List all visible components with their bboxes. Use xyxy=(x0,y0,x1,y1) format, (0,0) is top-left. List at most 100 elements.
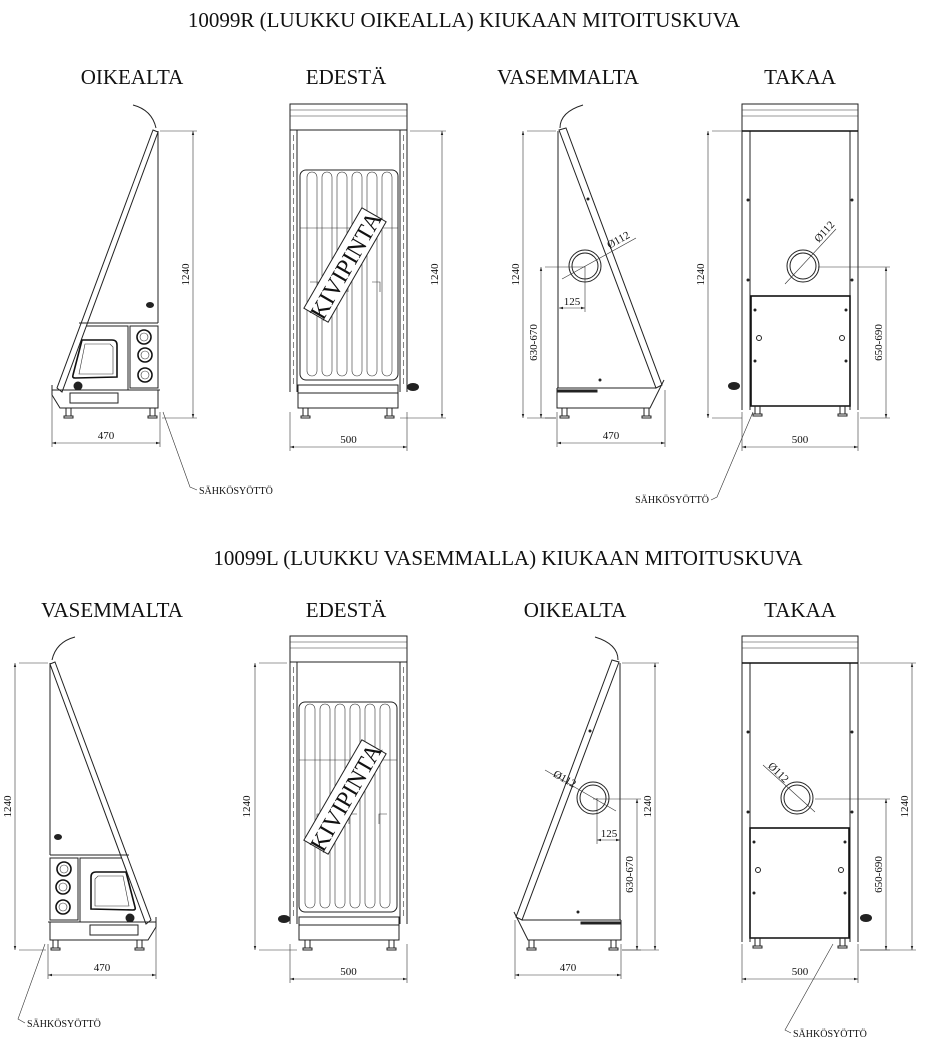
leg xyxy=(839,405,846,415)
screw xyxy=(843,891,847,895)
leg xyxy=(528,939,535,949)
door-window-inner xyxy=(94,875,130,907)
leg xyxy=(610,939,617,949)
control-knob xyxy=(137,367,153,383)
screw xyxy=(844,308,848,312)
dimension-label: Ø112 xyxy=(605,229,632,251)
control-knob xyxy=(56,861,72,877)
power-button xyxy=(73,381,83,391)
leg-foot xyxy=(608,947,619,951)
control-panel xyxy=(49,857,79,921)
power-leader xyxy=(784,943,834,1034)
heating-element xyxy=(306,171,318,377)
control-knob xyxy=(137,347,153,363)
leg xyxy=(561,407,568,417)
view-heading: OIKEALTA xyxy=(81,65,184,89)
screw xyxy=(752,891,756,895)
screw xyxy=(746,198,750,202)
flue-collar-outer xyxy=(576,781,610,815)
heating-element xyxy=(381,171,393,377)
leg xyxy=(754,937,761,947)
door-window-inner xyxy=(78,343,114,375)
dimension-label: 1240 xyxy=(429,263,441,286)
heating-element xyxy=(364,703,376,909)
screw xyxy=(586,197,590,201)
view-side-right xyxy=(51,104,160,419)
leg-foot xyxy=(559,415,570,419)
control-knob xyxy=(55,899,71,915)
leg xyxy=(643,407,650,417)
view-heading: VASEMMALTA xyxy=(41,598,184,622)
dimension-label: 1240 xyxy=(899,795,911,818)
cable-gland xyxy=(407,383,419,391)
leg-foot xyxy=(63,415,74,419)
dimension-label: 650-690 xyxy=(873,324,885,361)
leg-foot xyxy=(300,415,311,419)
diameter-leader xyxy=(544,769,617,812)
base-rail xyxy=(580,921,622,925)
view-heading: EDESTÄ xyxy=(306,65,387,89)
dimension-label: 500 xyxy=(340,966,357,978)
dimension-label: 125 xyxy=(564,296,581,308)
dimension-label: 630-670 xyxy=(624,856,636,893)
dimension-label: 1240 xyxy=(180,263,192,286)
control-knob-center xyxy=(58,882,68,892)
dimension-label: 630-670 xyxy=(528,324,540,361)
control-knob-center xyxy=(140,370,150,380)
heating-element xyxy=(366,171,378,377)
control-knob xyxy=(136,329,152,345)
cable-gland xyxy=(860,914,872,922)
control-knob-center xyxy=(59,864,69,874)
leg-foot xyxy=(302,947,313,951)
cover-hole xyxy=(756,335,762,341)
leg xyxy=(754,405,761,415)
leg xyxy=(149,407,156,417)
view-heading: EDESTÄ xyxy=(306,598,387,622)
control-knob-center xyxy=(140,350,150,360)
top-cap xyxy=(289,635,408,663)
base xyxy=(51,385,159,409)
dimension-label: 500 xyxy=(792,434,809,446)
door-frame xyxy=(79,857,122,922)
screw xyxy=(746,810,750,814)
dimension-label: 1240 xyxy=(510,263,522,286)
view-side-right xyxy=(513,636,622,951)
power-supply-label: SÄHKÖSYÖTTÖ xyxy=(635,494,709,506)
label-box xyxy=(303,207,387,323)
power-leader xyxy=(162,411,198,491)
view-heading: TAKAA xyxy=(764,598,837,622)
power-supply-label: SÄHKÖSYÖTTÖ xyxy=(27,1018,101,1030)
screw xyxy=(746,278,750,282)
view-heading: OIKEALTA xyxy=(524,598,627,622)
back-cover xyxy=(749,827,850,939)
cable-gland xyxy=(728,382,740,390)
diameter-leader xyxy=(561,237,637,280)
power-leader xyxy=(710,411,754,501)
stone-surface-label: KIVIPINTA xyxy=(303,207,388,324)
dimension-label: 125 xyxy=(601,828,618,840)
screw xyxy=(844,359,848,363)
base xyxy=(556,379,665,409)
view-back xyxy=(741,635,872,949)
control-knob-center xyxy=(58,902,68,912)
dimension-label: 470 xyxy=(98,430,115,442)
diameter-leader xyxy=(784,228,837,285)
label-box xyxy=(303,739,387,855)
leg-foot xyxy=(147,415,158,419)
leg-foot xyxy=(641,415,652,419)
cover-hole xyxy=(839,335,845,341)
screw xyxy=(850,198,854,202)
drawer xyxy=(69,392,119,404)
screw xyxy=(588,729,592,733)
flue-collar-inner xyxy=(789,252,817,280)
drawer xyxy=(89,924,139,936)
screw xyxy=(753,308,757,312)
logo-badge xyxy=(54,834,62,840)
dimension-label: 1240 xyxy=(642,795,654,818)
view-heading: TAKAA xyxy=(764,65,837,89)
dimension-label: 650-690 xyxy=(873,856,885,893)
power-button xyxy=(125,913,135,923)
screw xyxy=(752,840,756,844)
leg-foot xyxy=(134,947,145,951)
